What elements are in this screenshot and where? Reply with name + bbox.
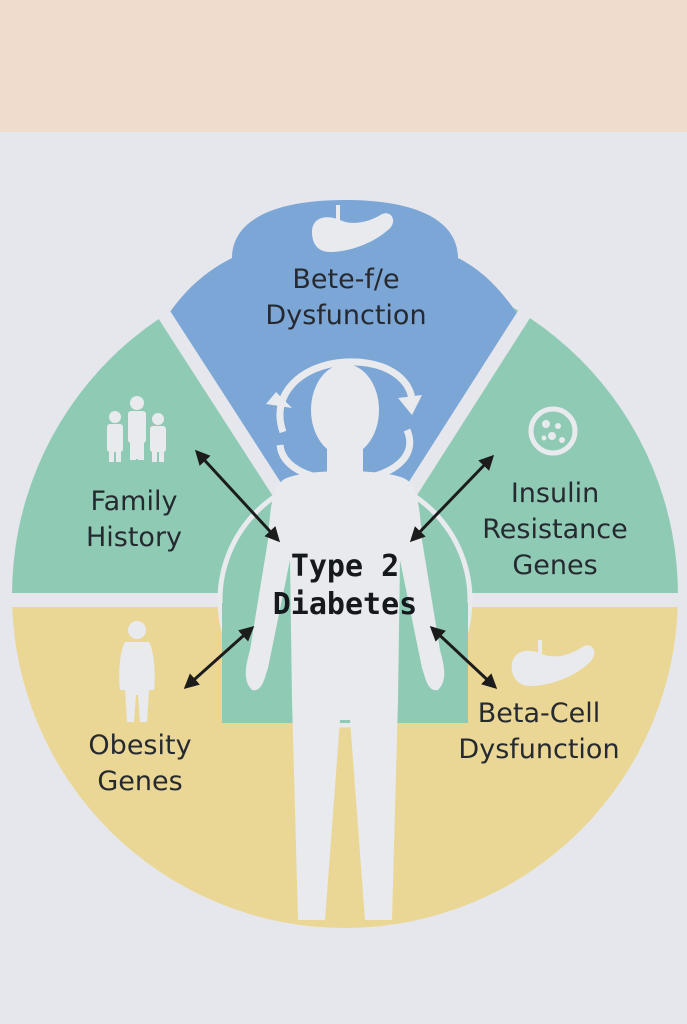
cell-icon xyxy=(528,406,578,456)
family-history-label-line2: History xyxy=(85,522,183,553)
arrow-obesity-genes xyxy=(183,626,255,689)
cycle-arrowhead-right xyxy=(398,395,422,415)
beta-cell-label-line1: Beta-Cell xyxy=(477,698,601,729)
pancreas-icon xyxy=(312,205,394,252)
obesity-genes-label-line2: Genes xyxy=(97,766,183,797)
pancreas-icon-lower xyxy=(511,640,595,686)
beta-cell-label: Beta-Cell Dysfunction xyxy=(458,696,619,768)
family-history-label-line1: Family xyxy=(90,486,178,517)
person-icon xyxy=(119,621,155,722)
connector-arrows xyxy=(183,449,498,690)
wall-background xyxy=(0,0,687,135)
obesity-genes-label: Obesity Genes xyxy=(88,728,191,800)
cycle-arrowhead-left xyxy=(266,392,292,408)
obesity-genes-label-line1: Obesity xyxy=(88,730,192,761)
arrow-beta-cell xyxy=(429,625,498,690)
insulin-resistance-label-line2: Resistance xyxy=(482,514,628,545)
insulin-resistance-label-line3: Genes xyxy=(512,550,598,581)
insulin-resistance-label-line1: Insulin xyxy=(510,478,600,509)
center-title: Type 2 Diabetes xyxy=(273,548,418,624)
insulin-resistance-label: Insulin Resistance Genes xyxy=(482,476,628,584)
top-segment-label-line1: Bete-f/e xyxy=(292,264,400,295)
arrow-family-history xyxy=(194,449,281,543)
beta-cell-label-line2: Dysfunction xyxy=(458,734,620,765)
top-segment-label: Bete-f/e Dysfunction xyxy=(265,262,426,334)
arrow-insulin-resistance xyxy=(409,454,495,543)
center-title-line1: Type 2 xyxy=(290,549,400,584)
human-figure xyxy=(245,364,445,920)
family-icon xyxy=(107,396,166,462)
family-history-label: Family History xyxy=(86,484,182,556)
center-title-line2: Diabetes xyxy=(272,587,418,622)
top-segment-label-line2: Dysfunction xyxy=(265,300,427,331)
